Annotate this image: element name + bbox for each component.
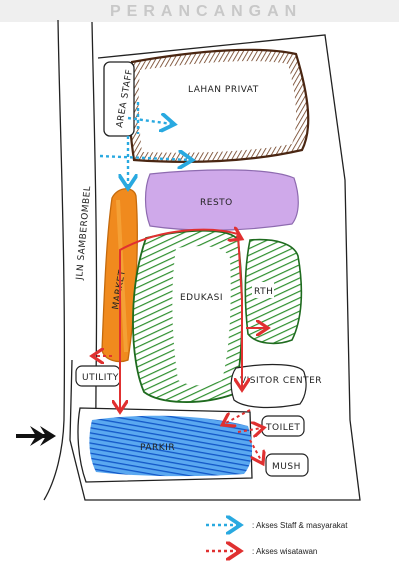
utility-label: UTILITY — [82, 373, 119, 383]
road-label: JLN SAMBEROMBEL — [75, 185, 93, 281]
legend-label-visitor: : Akses wisatawan — [252, 547, 317, 556]
edukasi-label: EDUKASI — [180, 293, 223, 303]
zone-lahan-privat: LAHAN PRIVAT — [129, 50, 308, 162]
zone-musholla: MUSH — [266, 454, 308, 476]
rth-label: RTH — [254, 287, 273, 297]
zone-visitor-center: VISITOR CENTER — [231, 365, 322, 408]
header-fragment-text: PERANCANGAN — [110, 3, 302, 20]
legend-item-staff: : Akses Staff & masyarakat — [206, 521, 348, 530]
zone-edukasi: EDUKASI — [133, 231, 242, 402]
legend-label-staff: : Akses Staff & masyarakat — [252, 521, 348, 530]
resto-label: RESTO — [200, 198, 233, 208]
road-edge-left — [44, 20, 64, 500]
zone-area-staff: AREA STAFF — [104, 62, 135, 136]
lahan-privat-label: LAHAN PRIVAT — [188, 85, 259, 95]
zone-parkir: PARKIR — [78, 408, 252, 482]
zone-resto: RESTO — [146, 170, 299, 230]
zone-utility: UTILITY — [76, 366, 120, 386]
musholla-label: MUSH — [272, 462, 301, 472]
toilet-label: TOILET — [265, 423, 300, 433]
visitor-center-label: VISITOR CENTER — [240, 376, 322, 386]
main-entrance-arrow — [16, 426, 56, 446]
parkir-label: PARKIR — [140, 443, 175, 453]
zone-toilet: TOILET — [262, 416, 304, 436]
legend: : Akses Staff & masyarakat : Akses wisat… — [206, 521, 348, 556]
legend-item-visitor: : Akses wisatawan — [206, 547, 317, 556]
